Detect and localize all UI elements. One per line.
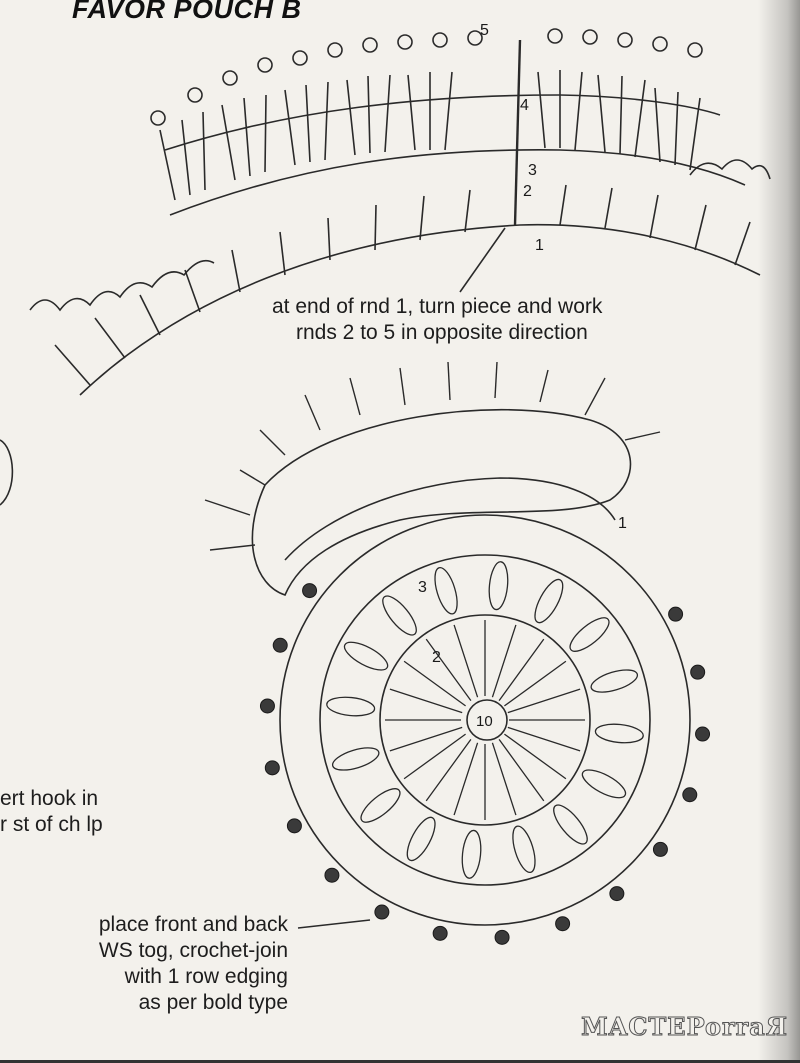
stitch-spoke <box>507 726 581 752</box>
note-line: place front and back <box>98 913 288 936</box>
stitch-petal <box>434 566 458 615</box>
note-line: ert hook in <box>0 787 99 810</box>
left-partial-oval <box>0 439 14 506</box>
stitch-spoke <box>498 638 545 701</box>
upper-picots <box>150 28 703 126</box>
stitch-petal <box>553 804 588 845</box>
picot-bead <box>494 929 510 945</box>
upper-rnd-label: 4 <box>520 97 529 114</box>
note-line: at end of rnd 1, turn piece and work <box>272 295 603 318</box>
stitch-spoke <box>504 733 567 780</box>
note-line: r st of ch lp <box>0 813 103 836</box>
stitch-spoke <box>491 742 517 816</box>
stitch-spoke <box>389 726 463 752</box>
picot-bead <box>324 867 340 883</box>
stitch-spoke <box>491 624 517 698</box>
stitch-petal <box>590 669 639 693</box>
picot-bead <box>374 904 390 920</box>
upper-round-3-arc <box>164 94 721 151</box>
stitch-petal <box>360 788 401 823</box>
lower-outer-ring <box>279 514 691 926</box>
upper-foundation-arc <box>79 223 761 396</box>
stitch-petal <box>534 578 564 624</box>
place-pointer-line <box>297 919 371 929</box>
center-ring <box>466 699 508 741</box>
stitch-spoke <box>389 688 463 714</box>
picot-bead <box>432 925 448 941</box>
turn-instruction-note: at end of rnd 1, turn piece and work rnd… <box>272 294 602 346</box>
picot-bead <box>555 916 571 932</box>
picot-bead <box>302 583 318 599</box>
stitch-petal <box>512 825 536 874</box>
page-title: FAVOR POUCH B <box>72 0 302 24</box>
stitch-petal <box>406 816 436 862</box>
upper-rnd4-fans <box>159 70 701 201</box>
upper-rnd-label: 1 <box>535 237 544 254</box>
picot-bead <box>652 841 668 857</box>
stitch-petal <box>594 723 644 744</box>
picot-bead <box>264 760 280 776</box>
lower-rnd-label: 2 <box>432 649 441 666</box>
lower-rnd-label: 3 <box>418 579 427 596</box>
note-line: as per bold type <box>138 991 288 1014</box>
upper-outer-left-scallops <box>29 259 215 312</box>
watermark-logo: MACTEPorraЯ <box>581 1012 788 1042</box>
picot-bead <box>286 818 302 834</box>
upper-rnd1-stems <box>54 184 751 386</box>
stitch-spoke <box>403 733 466 780</box>
stitch-spoke <box>403 660 466 707</box>
turn-arrow <box>459 227 506 293</box>
stitch-petal <box>382 595 417 636</box>
lower-flap-inner <box>284 477 616 561</box>
stitch-petal <box>326 696 376 717</box>
stitch-spoke <box>425 638 472 701</box>
bottom-rule <box>0 1060 800 1063</box>
upper-outer-right-scallops <box>689 159 771 180</box>
picot-bead <box>695 726 711 742</box>
stitch-petal <box>343 641 389 671</box>
stitch-spoke <box>507 688 581 714</box>
stitch-spoke <box>425 739 472 802</box>
stitch-petal <box>461 829 482 879</box>
upper-rnd-label: 3 <box>528 162 537 179</box>
upper-round-2-arc <box>169 149 746 216</box>
upper-rnd-label: 2 <box>523 183 532 200</box>
stitch-spoke <box>453 624 479 698</box>
lower-picot-beads <box>259 583 711 945</box>
lower-flap-outline <box>251 408 632 596</box>
note-line: rnds 2 to 5 in opposite direction <box>296 321 588 344</box>
page-edge-shadow <box>758 0 800 1063</box>
upper-rnd-label: 5 <box>480 22 489 39</box>
stitch-petal <box>581 769 627 799</box>
stitch-spoke <box>504 660 567 707</box>
picot-bead <box>690 664 706 680</box>
stitch-petal <box>331 747 380 771</box>
picot-bead <box>609 886 625 902</box>
lower-rnd-label: 1 <box>618 515 627 532</box>
center-ring-label: 10 <box>476 713 493 730</box>
picot-bead <box>259 698 275 714</box>
stitch-spoke <box>453 742 479 816</box>
lower-spokes <box>326 561 644 879</box>
picot-bead <box>682 787 698 803</box>
note-line: with 1 row edging <box>124 965 288 988</box>
stitch-spoke <box>498 739 545 802</box>
picot-bead <box>668 606 684 622</box>
flap-stems <box>204 361 661 551</box>
picot-bead <box>272 637 288 653</box>
note-line: WS tog, crochet-join <box>98 939 288 962</box>
stitch-petal <box>569 617 610 652</box>
lower-middle-ring <box>319 554 651 886</box>
join-instruction-note: place front and back WS tog, crochet-joi… <box>99 912 288 1016</box>
stitch-petal <box>488 561 509 611</box>
hook-instruction-note: ert hook in r st of ch lp <box>0 786 103 838</box>
join-seam <box>513 39 522 226</box>
lower-inner-ring <box>379 614 591 826</box>
